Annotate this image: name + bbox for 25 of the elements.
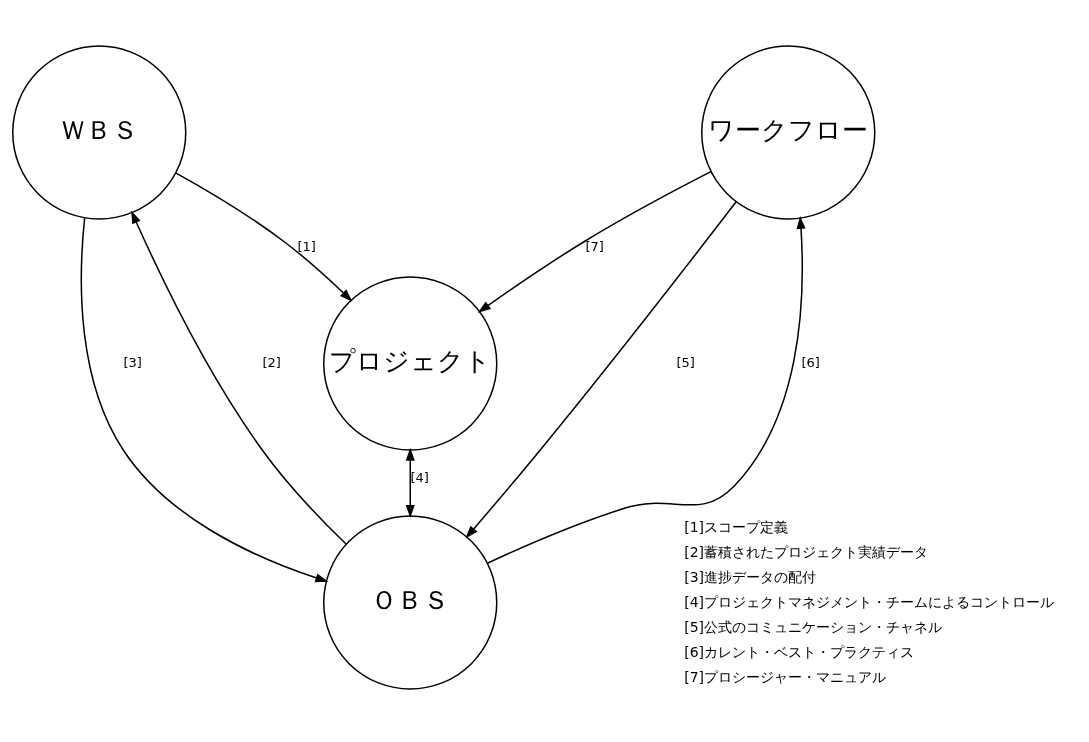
- label: [7]プロシージャー・マニュアル: [684, 668, 887, 685]
- edge-label: [4]: [410, 469, 429, 485]
- label: [6]カレント・ベスト・プラクティス: [684, 643, 915, 660]
- node-circle: ＷＢＳ: [12, 44, 187, 220]
- arrow: [477, 170, 712, 313]
- edge-label: [1]: [297, 238, 316, 254]
- label: [4]プロジェクトマネジメント・チームによるコントロール: [684, 593, 1055, 610]
- edge-label: [2]: [262, 354, 281, 370]
- edge-label: [3]: [123, 354, 142, 370]
- arrow: [131, 210, 347, 545]
- arrow: [486, 215, 806, 564]
- arrow: [175, 171, 353, 302]
- edge-label: [6]: [801, 354, 820, 370]
- arrow: [80, 216, 329, 582]
- arrow: [465, 200, 737, 538]
- label: [5]公式のコミュニケーション・チャネル: [684, 618, 943, 635]
- node-circle: ＯＢＳ: [323, 514, 498, 690]
- edge-label: [7]: [585, 238, 604, 254]
- edge-label: [5]: [676, 354, 695, 370]
- label: [2]蓄積されたプロジェクト実績データ: [684, 543, 929, 560]
- node-circle: ワークフロー: [701, 44, 876, 220]
- label: [3]進捗データの配付: [684, 568, 817, 585]
- node-circle: プロジェクト: [323, 275, 498, 451]
- arrow: [405, 447, 415, 518]
- label: [1]スコープ定義: [684, 518, 789, 535]
